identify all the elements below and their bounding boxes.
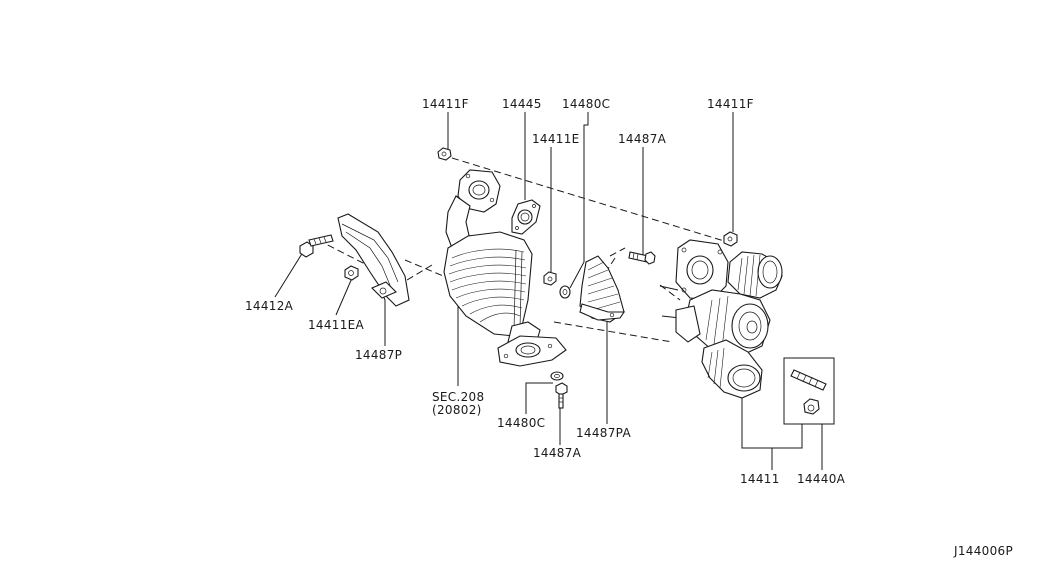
bolt-14487a-top-icon (628, 251, 656, 265)
callout-14440a: 14440A (797, 472, 846, 486)
callout-14445: 14445 (502, 97, 542, 111)
callout-14480c-bottom: 14480C (497, 416, 545, 430)
callout-14480c-top: 14480C (562, 97, 610, 111)
nut-14411ea-icon (344, 265, 359, 281)
catalytic-converter-icon (443, 169, 567, 367)
callout-14411ea: 14411EA (308, 318, 365, 332)
callout-14412a: 14412A (245, 299, 294, 313)
callout-labels: 14411F 14445 14480C 14411E 14487A 14411F… (245, 97, 1013, 558)
callout-14411f-right: 14411F (707, 97, 754, 111)
callout-14487pa: 14487PA (576, 426, 631, 440)
bracket-14487pa-icon (579, 255, 626, 323)
callout-14487a-bottom: 14487A (533, 446, 582, 460)
bolt-14487a-bottom-icon (555, 382, 568, 409)
callout-14487a-top: 14487A (618, 132, 667, 146)
nut-14411f-left-icon (437, 147, 452, 161)
leader-lines (274, 112, 823, 470)
turbocharger-icon (659, 239, 783, 399)
washer-14480c-bottom-icon (550, 371, 564, 381)
callout-14411f-left: 14411F (422, 97, 469, 111)
callout-14411e: 14411E (532, 132, 580, 146)
callout-14411: 14411 (740, 472, 780, 486)
diagram-code: J144006P (953, 544, 1013, 558)
nut-14411e-icon (543, 271, 557, 286)
stud-nut-kit-14440a-icon (783, 357, 835, 425)
washer-14480c-icon (559, 285, 571, 299)
bracket-14487p-icon (337, 213, 410, 307)
bolt-14412a-icon (299, 234, 334, 258)
nut-14411f-right-icon (723, 231, 738, 247)
callout-14487p: 14487P (355, 348, 402, 362)
gasket-14445-icon (511, 199, 541, 235)
callout-20802: (20802) (432, 403, 482, 417)
callout-sec-208: SEC.208 (432, 390, 484, 404)
